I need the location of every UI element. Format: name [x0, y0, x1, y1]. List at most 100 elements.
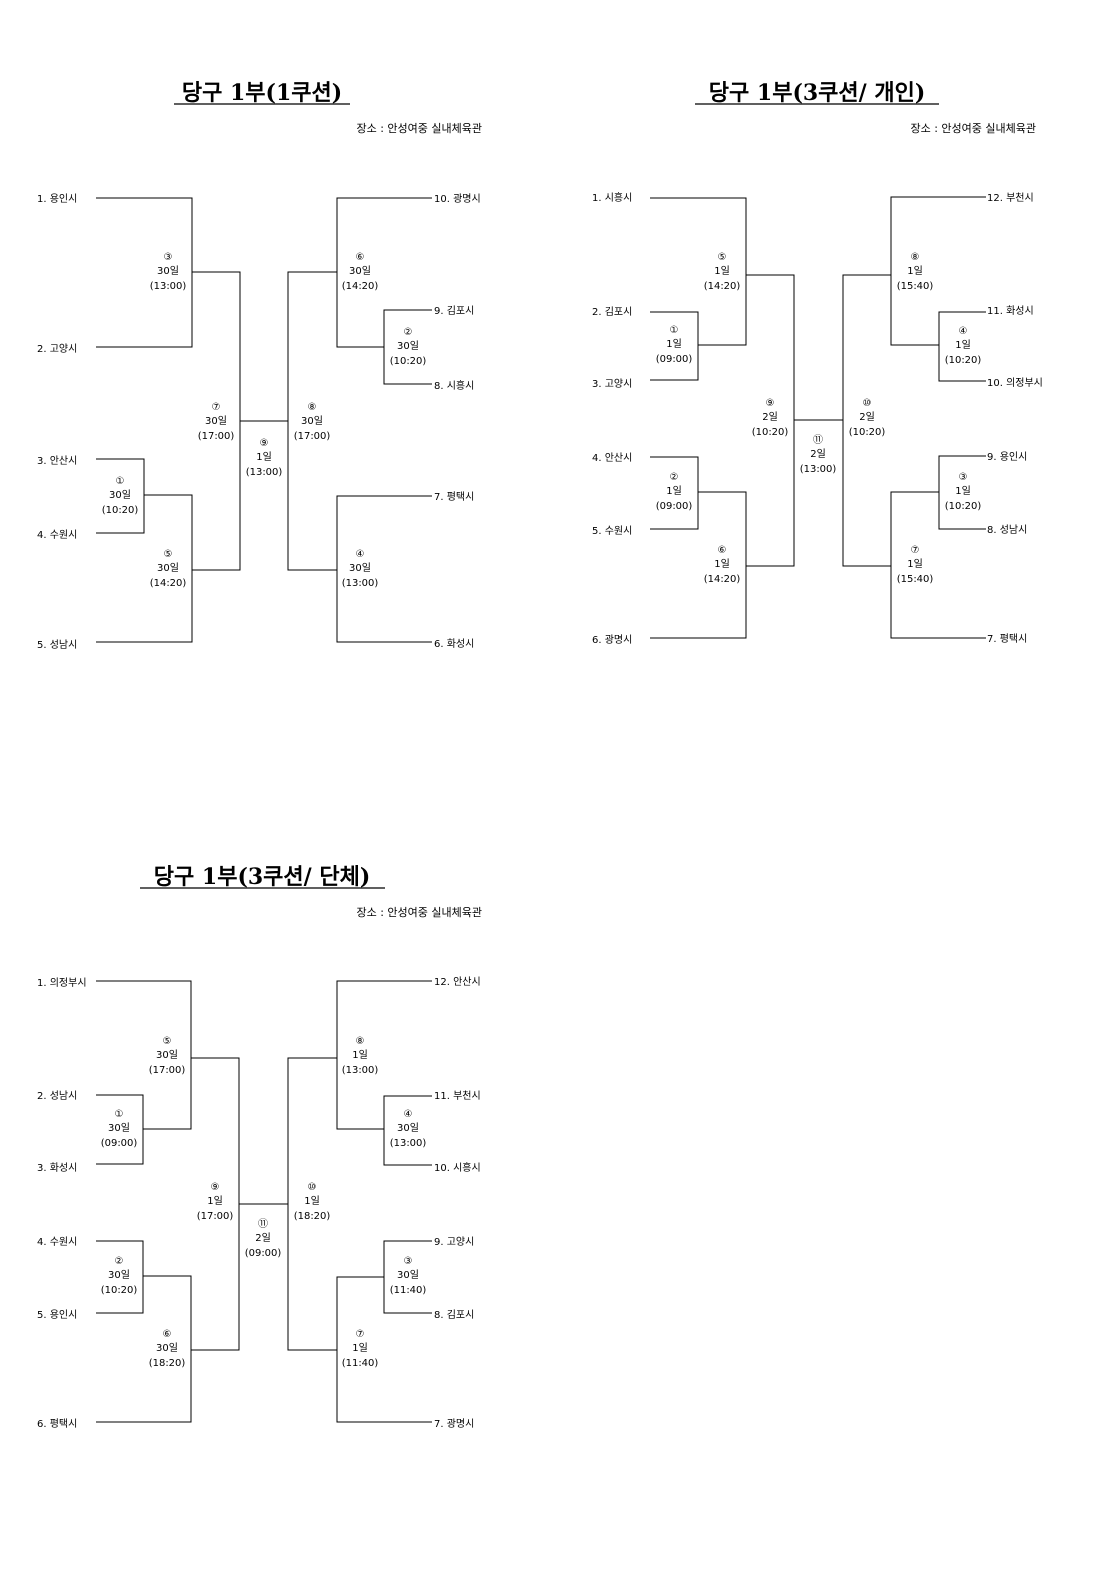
match-R-sf-bot: ④ 30일 (13:00): [342, 549, 379, 589]
team-label: 5. 성남시: [37, 639, 77, 651]
match-R-qa: ④ 1일 (10:20): [945, 326, 982, 366]
team-label: 8. 성남시: [987, 524, 1027, 536]
bracket-3cushion-team: 당구 1부(3쿠션/ 단체) 장소 : 안성여중 실내체육관 1. 의정부시 2…: [37, 864, 482, 1430]
bracket-line: [890, 491, 986, 639]
match-time: (15:40): [897, 281, 934, 292]
match-L-sb: ⑥ 30일 (18:20): [149, 1329, 186, 1369]
match-day: 1일: [304, 1195, 320, 1207]
match-day: 2일: [762, 411, 778, 423]
match-R-sb: ⑦ 1일 (11:40): [342, 1329, 379, 1369]
match-time: (14:20): [150, 578, 187, 589]
match-number: ④: [356, 549, 365, 560]
match-time: (17:00): [197, 1211, 234, 1222]
match-time: (18:20): [294, 1211, 331, 1222]
match-time: (15:40): [897, 574, 934, 585]
match-time: (14:20): [342, 281, 379, 292]
team-label: 1. 시흥시: [592, 191, 632, 204]
match-number: ④: [404, 1109, 413, 1120]
team-label: 10. 시흥시: [434, 1161, 481, 1174]
match-time: (10:20): [101, 1285, 138, 1296]
venue-label: 장소 : 안성여중 실내체육관: [910, 122, 1036, 135]
team-label: 7. 평택시: [987, 633, 1027, 645]
bracket-line: [96, 494, 193, 643]
match-number: ⑨: [260, 438, 269, 449]
match-R-sf-top: ⑥ 30일 (14:20): [342, 252, 379, 292]
bracket-line: [650, 197, 747, 346]
match-R-qb: ③ 30일 (11:40): [390, 1256, 427, 1296]
team-label: 6. 광명시: [592, 634, 632, 646]
match-L-sa: ⑤ 1일 (14:20): [704, 252, 741, 292]
match-R-sa: ⑧ 1일 (15:40): [897, 252, 934, 292]
left-teams: 1. 시흥시 2. 김포시 3. 고양시 4. 안산시 5. 수원시 6. 광명…: [592, 191, 632, 646]
match-number: ⑩: [308, 1182, 317, 1193]
bracket-line: [96, 458, 145, 534]
bracket-line: [383, 1095, 432, 1166]
team-label: 7. 광명시: [434, 1418, 474, 1430]
match-day: 2일: [859, 411, 875, 423]
match-number: ⑤: [718, 252, 727, 263]
match-R-sa: ⑧ 1일 (13:00): [342, 1036, 379, 1076]
match-L-qf: ① 30일 (10:20): [102, 476, 139, 516]
venue-label: 장소 : 안성여중 실내체육관: [356, 122, 482, 135]
bracket-title: 당구 1부(1쿠션): [182, 80, 342, 106]
team-label: 11. 화성시: [987, 305, 1034, 317]
match-day: 30일: [397, 1122, 419, 1134]
team-label: 6. 평택시: [37, 1418, 77, 1430]
match-day: 30일: [157, 265, 179, 277]
match-number: ⑥: [718, 545, 727, 556]
match-number: ⑩: [863, 398, 872, 409]
match-number: ③: [959, 472, 968, 483]
bracket-line: [336, 980, 432, 1130]
match-number: ⑥: [356, 252, 365, 263]
match-L-sf-top: ③ 30일 (13:00): [150, 252, 187, 292]
match-day: 30일: [349, 265, 371, 277]
left-teams: 1. 용인시 2. 고양시 3. 안산시 4. 수원시 5. 성남시: [37, 193, 77, 651]
bracket-lines: [96, 197, 432, 643]
match-number: ②: [404, 327, 413, 338]
bracket-1cushion: 당구 1부(1쿠션) 장소 : 안성여중 실내체육관 1. 용인시 2. 고양시…: [37, 80, 482, 651]
match-time: (13:00): [800, 464, 837, 475]
team-label: 4. 수원시: [37, 529, 77, 541]
match-time: (09:00): [656, 354, 693, 365]
match-day: 1일: [666, 485, 682, 497]
match-number: ①: [115, 1109, 124, 1120]
venue-label: 장소 : 안성여중 실내체육관: [356, 906, 482, 919]
match-day: 30일: [205, 415, 227, 427]
match-number: ④: [959, 326, 968, 337]
match-time: (10:20): [849, 427, 886, 438]
match-time: (13:00): [246, 467, 283, 478]
match-time: (09:00): [245, 1248, 282, 1259]
match-R-final: ⑩ 1일 (18:20): [294, 1182, 331, 1222]
team-label: 12. 부천시: [987, 192, 1034, 204]
match-day: 1일: [955, 339, 971, 351]
match-day: 30일: [156, 1049, 178, 1061]
match-final: ⑨ 1일 (13:00): [246, 438, 283, 478]
team-label: 5. 수원시: [592, 525, 632, 537]
team-label: 3. 고양시: [592, 378, 632, 390]
match-number: ⑪: [813, 434, 823, 446]
team-label: 10. 광명시: [434, 193, 481, 205]
team-label: 9. 김포시: [434, 305, 474, 317]
bracket-3cushion-individual: 당구 1부(3쿠션/ 개인) 장소 : 안성여중 실내체육관 1. 시흥시 2.…: [592, 80, 1043, 646]
match-number: ③: [164, 252, 173, 263]
match-day: 2일: [255, 1232, 271, 1244]
team-label: 9. 고양시: [434, 1236, 474, 1248]
match-day: 30일: [108, 1269, 130, 1281]
bracket-line: [842, 274, 891, 567]
match-L-final: ⑨ 1일 (17:00): [197, 1182, 234, 1222]
match-day: 1일: [352, 1342, 368, 1354]
match-day: 1일: [955, 485, 971, 497]
bracket-line: [383, 309, 432, 385]
match-day: 30일: [109, 489, 131, 501]
match-R-qa: ④ 30일 (13:00): [390, 1109, 427, 1149]
match-number: ①: [116, 476, 125, 487]
team-label: 4. 안산시: [592, 452, 632, 464]
match-number: ⑨: [766, 398, 775, 409]
match-time: (18:20): [149, 1358, 186, 1369]
bracket-line: [96, 1240, 144, 1314]
team-label: 11. 부천시: [434, 1090, 481, 1102]
match-time: (10:20): [945, 355, 982, 366]
match-number: ⑦: [356, 1329, 365, 1340]
match-day: 1일: [666, 338, 682, 350]
match-number: ⑧: [356, 1036, 365, 1047]
